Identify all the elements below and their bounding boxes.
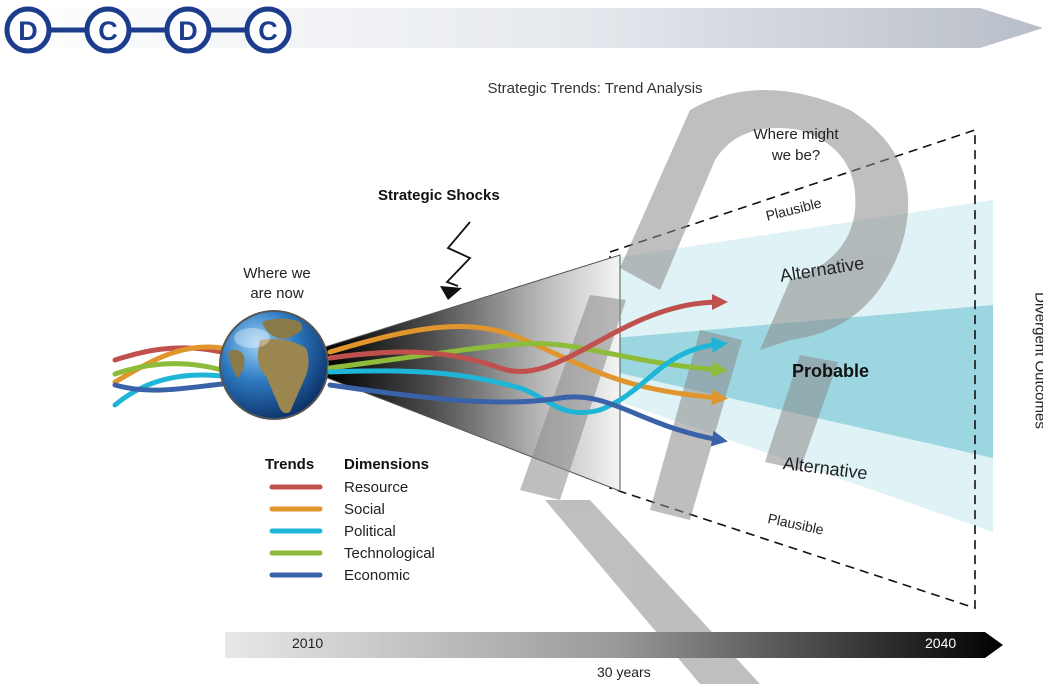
logo-letter-1: D (4, 6, 52, 54)
logo-letter-4: C (244, 6, 292, 54)
trend-line-right-technological (327, 341, 728, 378)
legend-item-resource: Resource (344, 479, 409, 496)
timeline-span: 30 years (597, 664, 651, 680)
trend-line-left-resource (112, 345, 225, 363)
legend-trends-header: Trends (265, 456, 315, 473)
legend-item-social: Social (344, 501, 385, 518)
logo-letter-1-text: D (18, 16, 38, 46)
globe-icon (219, 310, 329, 420)
current-position-line-2: are now (250, 285, 304, 302)
legend-item-technological: Technological (344, 545, 435, 562)
watermark-bar (765, 355, 838, 470)
globe-highlight (234, 328, 270, 348)
divergent-outcomes-label: Divergent Outcomes (1031, 292, 1043, 429)
trend-line-left-economic (112, 381, 225, 393)
timeline-start-year: 2010 (292, 635, 324, 651)
lightning-bolt-icon (440, 221, 472, 300)
watermark-leg (650, 330, 742, 520)
legend-item-economic: Economic (344, 567, 410, 584)
probable-label: Probable (792, 361, 870, 381)
trend-line-left-social (112, 344, 225, 385)
current-position-label: Where we are now (222, 264, 332, 304)
legend-item-political: Political (344, 523, 396, 540)
trend-lines-left (112, 344, 225, 408)
logo-letter-2-text: C (98, 16, 118, 46)
globe-landmass-africa (258, 339, 309, 413)
future-question-label: Where might we be? (746, 124, 846, 166)
trend-lines-right (327, 294, 728, 447)
logo: D C D C (4, 6, 292, 54)
future-question-line-1: Where might (753, 126, 839, 143)
trend-line-right-resource (327, 294, 728, 375)
timeline-arrow (225, 632, 1003, 658)
globe-landmass-america (228, 349, 245, 378)
watermark-loop (620, 90, 909, 350)
timeline-end-year: 2040 (925, 635, 957, 651)
legend-swatches (269, 484, 323, 578)
logo-letter-3: D (164, 6, 212, 54)
trend-line-right-political (327, 336, 728, 416)
future-question-line-2: we be? (771, 147, 821, 164)
trend-line-right-social (327, 324, 728, 406)
legend-dimensions-header: Dimensions (344, 456, 430, 473)
trend-line-left-political (112, 372, 225, 408)
logo-letter-3-text: D (178, 16, 198, 46)
globe-landmass-europe (262, 318, 303, 339)
logo-letter-2: C (84, 6, 132, 54)
strategic-shocks-label: Strategic Shocks (378, 187, 500, 204)
trend-line-right-economic (327, 382, 728, 447)
trend-line-left-technological (112, 361, 225, 377)
diagram-title: Strategic Trends: Trend Analysis (487, 80, 703, 97)
current-position-line-1: Where we (243, 265, 311, 282)
logo-letter-4-text: C (258, 16, 278, 46)
